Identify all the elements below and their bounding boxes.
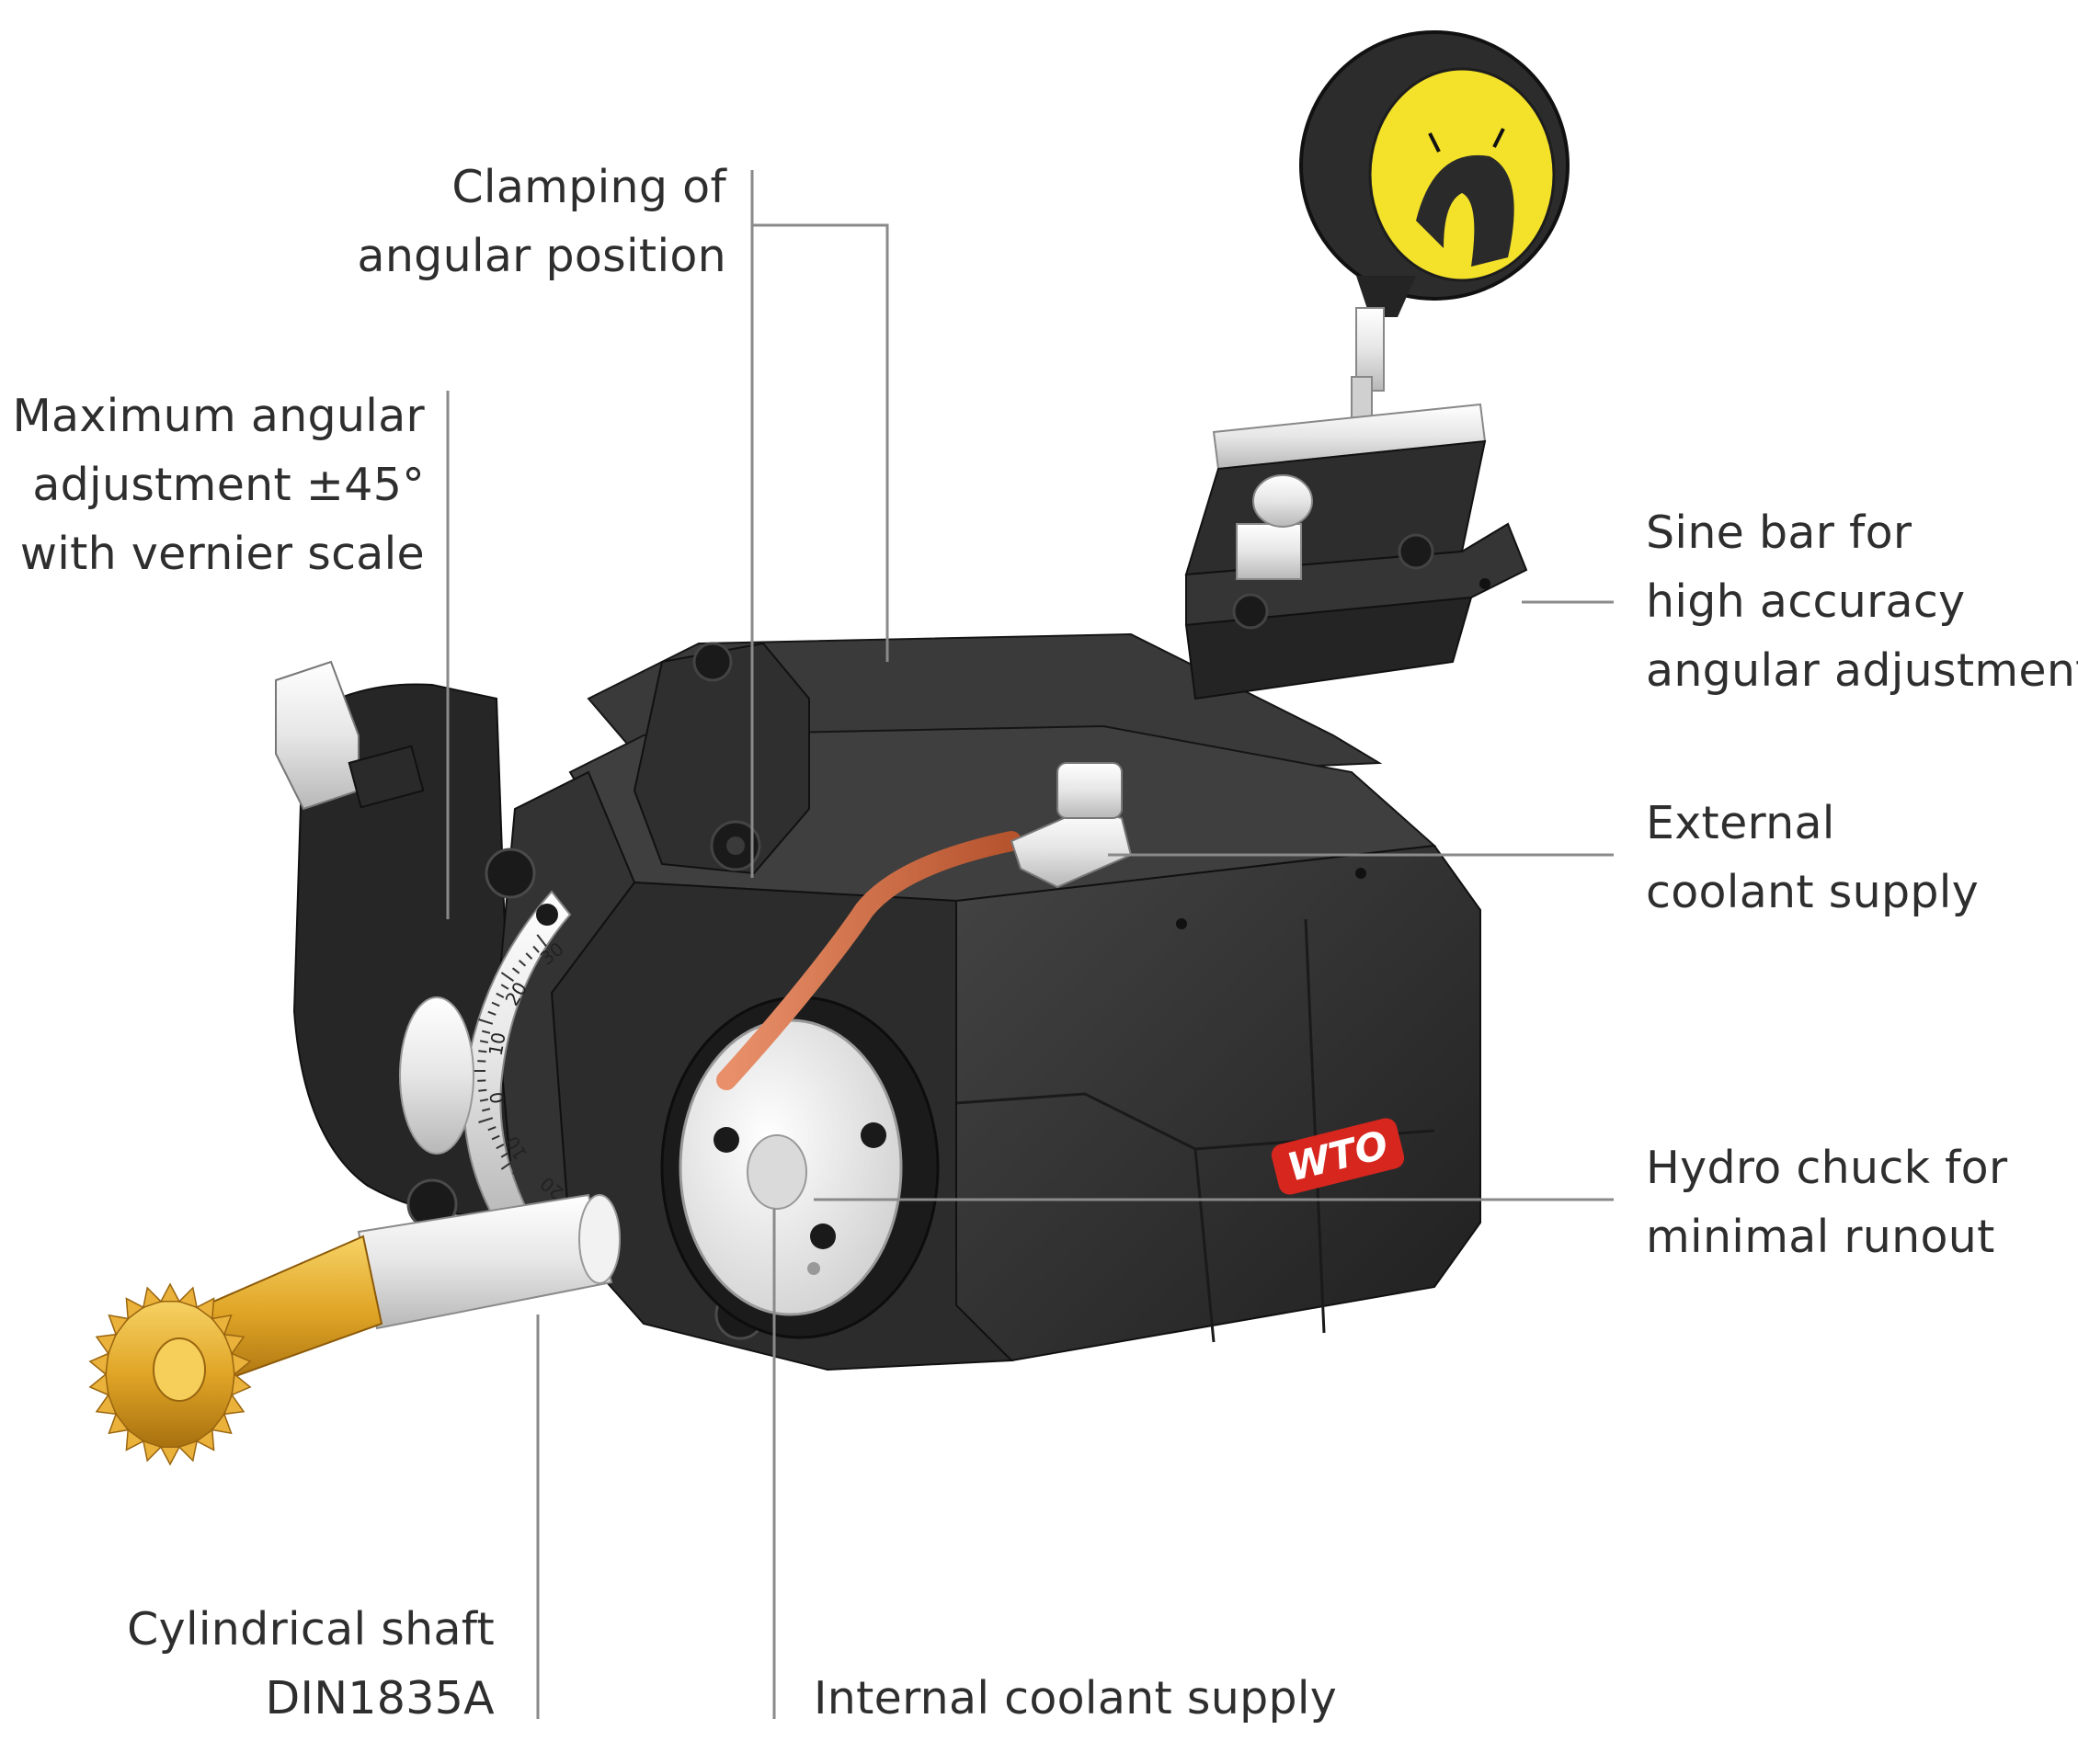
vernier-scale-tick (482, 1030, 491, 1034)
gear-tooth (88, 1372, 109, 1396)
gear-tooth (211, 1412, 233, 1435)
vernier-scale-number: 0 (485, 1090, 509, 1106)
callout-internal-coolant: Internal coolant supply (814, 1664, 1337, 1733)
gear-tooth (159, 1282, 181, 1303)
vernier-scale-tick (478, 1088, 487, 1092)
vernier-scale-tick (477, 1060, 486, 1063)
vernier-scale-tick (518, 960, 527, 967)
vernier-scale-tick (511, 1167, 520, 1175)
gear-tooth (223, 1333, 245, 1356)
vernier-scale-tick (491, 1001, 500, 1007)
callout-max-angular: Maximum angular adjustment ±45° with ver… (12, 381, 425, 588)
dial-indicator (1299, 30, 1570, 424)
gear-tooth (142, 1440, 163, 1462)
gear-tooth (195, 1428, 215, 1451)
gear-tooth (95, 1333, 118, 1356)
gear-tooth (125, 1297, 145, 1320)
gear-tooth (211, 1314, 233, 1337)
callout-hydro-chuck-line1: Hydro chuck for (1646, 1142, 2008, 1194)
vernier-scale-tick (511, 967, 520, 974)
gear-tooth (108, 1412, 130, 1435)
vernier-scale-tick (500, 1152, 509, 1158)
vernier-scale-tick (500, 1159, 515, 1170)
vernier-scale-tick (496, 1144, 505, 1150)
callout-external-coolant-line2: coolant supply (1646, 866, 1979, 918)
gear-tooth (125, 1428, 145, 1451)
vernier-scale-tick (518, 1175, 527, 1182)
leader-lines (446, 170, 1614, 1719)
callout-max-angular-line3: with vernier scale (19, 528, 425, 580)
callout-clamping-line2: angular position (357, 230, 726, 282)
gear-tooth (159, 1446, 181, 1466)
callout-cylindrical-shaft-line2: DIN1835A (265, 1672, 495, 1724)
gear-tooth (108, 1314, 130, 1337)
callout-sine-bar-line3: angular adjustment (1646, 644, 2078, 697)
callout-hydro-chuck-line2: minimal runout (1646, 1211, 1995, 1263)
gear-tooth (195, 1297, 215, 1320)
vernier-scale-tick (525, 1182, 533, 1189)
vernier-scale-tick (479, 1098, 488, 1102)
callout-max-angular-line1: Maximum angular (12, 390, 425, 442)
vernier-scale-tick (496, 992, 505, 998)
callout-cylindrical-shaft: Cylindrical shaft DIN1835A (127, 1595, 495, 1733)
vernier-scale-tick (479, 1040, 488, 1043)
callout-sine-bar-line2: high accuracy (1646, 575, 1966, 628)
vernier-scale-tick (532, 945, 540, 953)
callout-internal-coolant-line1: Internal coolant supply (814, 1672, 1338, 1724)
callout-clamping: Clamping of angular position (358, 153, 727, 290)
gear-tooth (95, 1393, 118, 1416)
callout-sine-bar: Sine bar for high accuracy angular adjus… (1646, 498, 2078, 705)
vernier-scale-tick (532, 1189, 540, 1197)
gear-tooth (177, 1440, 199, 1462)
hydro-chuck (660, 996, 940, 1339)
gear-tooth (142, 1286, 163, 1309)
vernier-scale-tick (525, 952, 533, 960)
vernier-scale-tick (477, 1079, 486, 1082)
vernier-scale-tick (478, 1117, 494, 1123)
vernier-scale-tick (491, 1134, 500, 1141)
gear-tooth (223, 1393, 245, 1416)
callout-clamping-line1: Clamping of (451, 161, 726, 213)
vernier-scale-tick (482, 1108, 491, 1112)
gear-tooth (231, 1372, 252, 1396)
vernier-scale-tick (487, 1126, 497, 1132)
gear-tooth (231, 1352, 252, 1376)
callout-external-coolant: External coolant supply (1646, 789, 1979, 927)
gear-hub (153, 1337, 206, 1402)
vernier-scale-tick (500, 984, 509, 990)
callout-max-angular-line2: adjustment ±45° (32, 459, 425, 511)
callout-sine-bar-line1: Sine bar for (1646, 506, 1912, 559)
leader-clamping-2 (752, 223, 889, 662)
callout-cylindrical-shaft-line1: Cylindrical shaft (127, 1603, 495, 1656)
sine-bar (1184, 403, 1528, 700)
gear-tooth (88, 1352, 109, 1376)
vernier-scale-tick (487, 1010, 497, 1016)
vernier-scale-tick (478, 1019, 494, 1025)
callout-hydro-chuck: Hydro chuck for minimal runout (1646, 1133, 2007, 1271)
cylindrical-shaft-and-cutter (88, 1193, 621, 1466)
vernier-scale-tick (500, 972, 515, 983)
gear-tooth (177, 1286, 199, 1309)
vernier-scale-tick (478, 1050, 487, 1053)
vernier-scale-number: 10 (485, 1030, 510, 1057)
vernier-scale-tick (536, 934, 547, 948)
callout-external-coolant-line1: External (1646, 797, 1835, 849)
